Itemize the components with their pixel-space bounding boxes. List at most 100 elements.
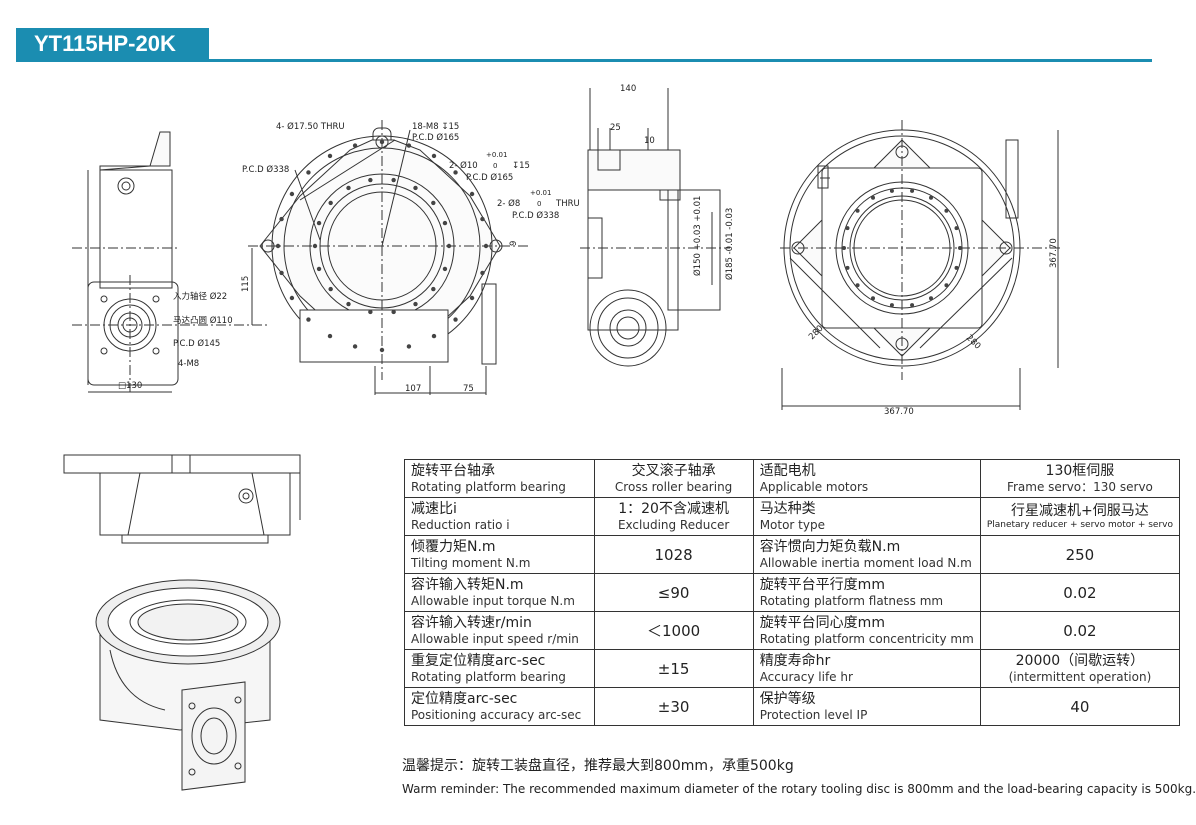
dim-input-shaft: 入力轴径 Ø22 — [173, 291, 227, 302]
spec-value-en: Cross roller bearing — [614, 480, 733, 494]
spec-value: ±15 — [657, 659, 690, 678]
dim-pin10: 2- Ø10 — [449, 160, 478, 171]
bolt-hole — [871, 195, 875, 200]
elevation-view-drawing — [63, 454, 301, 544]
dim-367-70-horizontal: 367.70 — [884, 407, 914, 417]
section-view-drawing — [580, 88, 730, 367]
bolt-hole — [889, 303, 894, 308]
dim-pcd165-a: P.C.D Ø165 — [412, 132, 459, 143]
bolt-hole — [431, 333, 437, 339]
bolt-hole — [958, 246, 962, 250]
bolt-hole — [379, 139, 385, 145]
dim-motor-spigot: 马达凸圆 Ø110 — [173, 315, 233, 326]
bolt-hole — [480, 216, 485, 222]
spec-label-cn: 倾覆力矩N.m — [411, 539, 496, 555]
bolt-hole — [406, 143, 412, 148]
spec-value-cn: 行星减速机+伺服马达 — [1011, 502, 1149, 519]
dim-pin8-tol: +0.01 — [530, 189, 551, 197]
dim-thru-holes: 4- Ø17.50 THRU — [276, 121, 345, 132]
bolt-hole — [391, 177, 396, 183]
dim-367-70-vertical: 367.70 — [1049, 238, 1059, 268]
bolt-hole — [406, 344, 412, 349]
spec-label-cn: 旋转平台同心度mm — [759, 615, 885, 631]
spec-value: ±30 — [657, 697, 690, 716]
bolt-hole — [910, 303, 915, 308]
spec-label-en: Motor type — [759, 518, 825, 532]
spec-value-cn: 130框伺服 — [1045, 463, 1115, 479]
bolt-hole — [469, 191, 475, 197]
bolt-hole — [316, 220, 322, 226]
spec-value-cn: 交叉滚子轴承 — [631, 463, 716, 479]
bolt-hole — [842, 246, 846, 250]
bolt-hole — [289, 191, 295, 197]
warm-reminder-cn: 温馨提示：旋转工装盘直径，推荐最大到800mm，承重500kg — [402, 758, 794, 774]
bolt-hole — [275, 243, 281, 249]
dim-185: Ø185 -0.01 -0.03 — [724, 208, 735, 280]
bolt-hole — [327, 153, 333, 159]
spec-label-en: Rotating platform bearing — [411, 480, 566, 494]
spec-label-en: Rotating platform concentricity mm — [759, 632, 974, 646]
dim-75: 75 — [463, 384, 474, 394]
spec-value-en: Frame servo：130 servo — [1006, 480, 1153, 494]
bolt-hole — [954, 265, 959, 270]
dim-150: Ø150 +0.03 +0.01 — [692, 196, 703, 276]
bolt-hole — [453, 317, 458, 322]
bolt-hole — [328, 200, 333, 206]
dim-pcd145: P.C.D Ø145 — [173, 338, 220, 349]
spec-label-cn: 重复定位精度arc-sec — [411, 653, 546, 669]
spec-label-en: Rotating platform bearing — [411, 670, 566, 684]
bolt-hole — [306, 170, 311, 175]
dim-280-right: 280 — [964, 333, 983, 352]
bolt-hole — [413, 185, 418, 191]
bolt-hole — [279, 216, 284, 222]
spec-value-en: Excluding Reducer — [617, 518, 730, 532]
dim-pin8-thru: THRU — [555, 199, 580, 209]
bolt-hole — [379, 347, 385, 353]
bottom-view-drawing — [780, 120, 1060, 410]
bolt-hole — [944, 283, 949, 288]
dim-tap-holes: 18-M8 ↧15 — [412, 122, 459, 132]
bolt-hole — [431, 200, 436, 206]
bolt-hole — [431, 153, 437, 159]
spec-value: 0.02 — [1063, 583, 1097, 602]
dim-140: 140 — [620, 84, 636, 94]
bolt-hole — [306, 317, 311, 322]
spec-label-cn: 适配电机 — [759, 463, 816, 479]
dim-pcd338-b: P.C.D Ø338 — [512, 210, 559, 221]
top-view-bolt-pattern — [275, 139, 489, 353]
spec-label-cn: 精度寿命hr — [759, 653, 831, 669]
dim-115: 115 — [241, 276, 251, 292]
spec-value: 40 — [1070, 697, 1090, 716]
bolt-hole — [889, 188, 894, 193]
bolt-hole — [453, 170, 458, 175]
bolt-hole — [368, 309, 373, 315]
bolt-hole — [446, 243, 452, 249]
spec-label-cn: 容许输入转矩N.m — [411, 577, 524, 593]
perspective-view-drawing — [95, 579, 281, 791]
warm-reminder-en: Warm reminder: The recommended maximum d… — [402, 782, 1196, 796]
bolt-hole — [954, 226, 959, 231]
bolt-hole — [944, 208, 949, 213]
bolt-hole — [289, 295, 295, 301]
bolt-hole — [352, 344, 358, 349]
dim-9: 9 — [509, 241, 519, 246]
spec-value-en: Planetary reducer + servo motor + servo — [986, 519, 1173, 530]
top-view-drawing — [248, 120, 530, 395]
bolt-hole — [855, 283, 860, 288]
spec-label-en: Rotating platform flatness mm — [759, 594, 944, 608]
bolt-hole — [910, 188, 915, 193]
bolt-hole — [316, 266, 322, 272]
dim-pin8-tol0: 0 — [537, 200, 541, 208]
bolt-hole — [483, 243, 489, 249]
spec-label-en: Allowable input speed r/min — [411, 632, 579, 646]
spec-label-en: Protection level IP — [759, 708, 868, 722]
spec-value: 1028 — [654, 545, 693, 564]
spec-label-cn: 旋转平台平行度mm — [759, 577, 885, 593]
spec-label-en: Reduction ratio i — [411, 518, 510, 532]
spec-label-cn: 容许输入转速r/min — [411, 615, 532, 631]
